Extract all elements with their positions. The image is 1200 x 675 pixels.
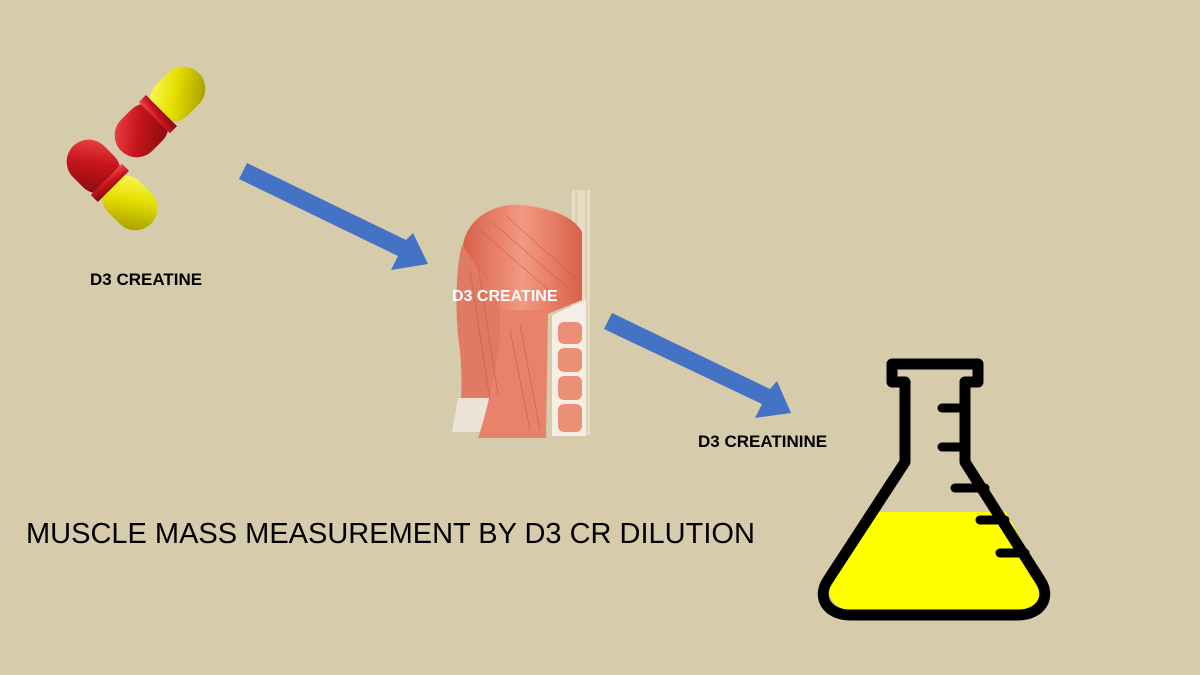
- arrow-capsule-to-muscle: [239, 163, 428, 270]
- arrow-muscle-to-flask: [604, 313, 791, 418]
- diagram-title: MUSCLE MASS MEASUREMENT BY D3 CR DILUTIO…: [26, 518, 755, 550]
- muscle-label: D3 CREATINE: [452, 288, 558, 305]
- flask-label: D3 CREATININE: [698, 432, 828, 451]
- capsule-icon-lower: [66, 139, 158, 231]
- capsule-label: D3 CREATINE: [90, 270, 203, 289]
- flask-icon: [817, 358, 1051, 621]
- muscle-torso-icon: [452, 190, 590, 438]
- capsule-icon-upper: [114, 66, 206, 158]
